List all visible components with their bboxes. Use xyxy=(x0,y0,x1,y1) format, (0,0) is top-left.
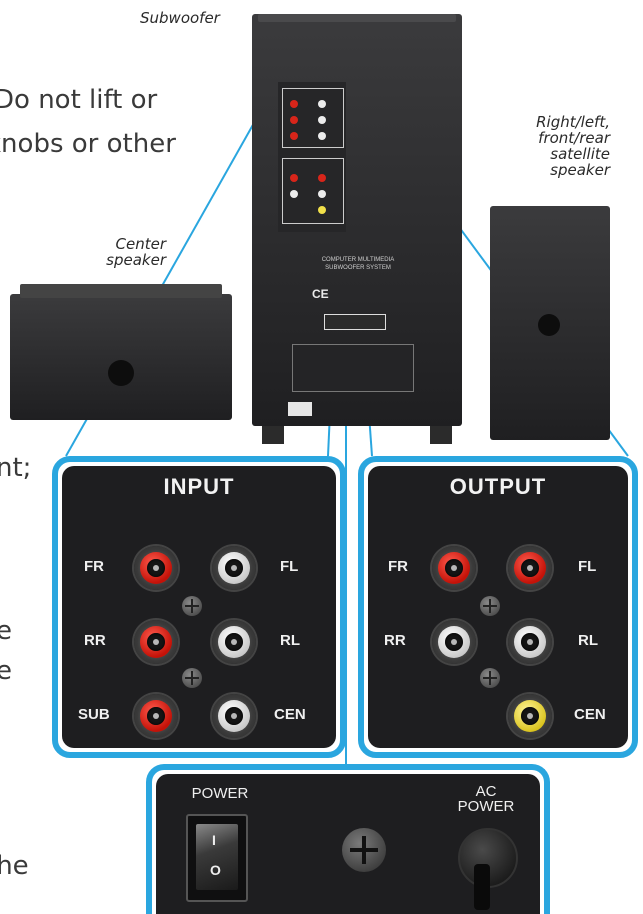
warning-label xyxy=(324,314,386,330)
subwoofer-text-line: SUBWOOFER SYSTEM xyxy=(325,265,391,271)
output-label-rr: RR xyxy=(384,632,406,649)
satellite-caption-line: speaker xyxy=(550,161,610,179)
power-switch-rocker xyxy=(196,824,238,890)
output-label-rl: RL xyxy=(578,632,598,649)
center-caption-line: speaker xyxy=(106,251,166,269)
power-label: POWER xyxy=(191,785,249,802)
input-panel: INPUT FR FL RR RL SUB CEN xyxy=(52,456,346,758)
input-jack-fl[interactable] xyxy=(212,546,256,590)
body-text-line-1: Do not lift or xyxy=(0,85,158,115)
input-label-rr: RR xyxy=(84,632,106,649)
input-jack-rr[interactable] xyxy=(134,620,178,664)
body-text-line-6: the xyxy=(0,851,29,881)
ac-power-label-line: AC xyxy=(475,783,497,800)
power-panel: POWER I O AC POWER xyxy=(146,764,550,914)
satellite-caption-line: Right/left, xyxy=(536,113,610,131)
input-panel-face: INPUT FR FL RR RL SUB CEN xyxy=(62,466,336,748)
satellite-speaker-port xyxy=(538,314,560,336)
output-panel-face: OUTPUT FR FL RR RL CEN xyxy=(368,466,628,748)
ac-power-cord-cable xyxy=(474,864,490,910)
mini-input-block xyxy=(282,88,344,148)
screw-icon xyxy=(182,668,202,688)
output-title: OUTPUT xyxy=(449,474,547,499)
power-switch[interactable]: I O xyxy=(186,814,248,902)
subwoofer-text: COMPUTER MULTIMEDIA SUBWOOFER SYSTEM xyxy=(298,256,418,272)
screw-icon xyxy=(480,596,500,616)
satellite-speaker xyxy=(490,206,610,440)
subwoofer-caption: Subwoofer xyxy=(140,9,220,27)
input-label-sub: SUB xyxy=(78,706,110,723)
body-text-line-2: knobs or other xyxy=(0,129,176,159)
output-jack-fl[interactable] xyxy=(508,546,552,590)
body-text-line-3: nt; xyxy=(0,453,32,483)
subwoofer-feet xyxy=(430,426,452,444)
output-jack-cen[interactable] xyxy=(508,694,552,738)
center-speaker-port xyxy=(108,360,134,386)
output-label-fr: FR xyxy=(388,558,408,575)
output-jack-fr[interactable] xyxy=(432,546,476,590)
input-label-fr: FR xyxy=(84,558,104,575)
screw-icon xyxy=(182,596,202,616)
input-title: INPUT xyxy=(163,474,235,499)
satellite-caption-line: satellite xyxy=(550,145,610,163)
ac-power-label: AC POWER xyxy=(446,784,526,814)
switch-mark-off: O xyxy=(210,862,221,878)
body-text-line-4: e xyxy=(0,616,12,646)
satellite-caption-line: front/rear xyxy=(538,129,610,147)
output-jack-rr[interactable] xyxy=(432,620,476,664)
input-jack-fr[interactable] xyxy=(134,546,178,590)
satellite-caption: Right/left, front/rear satellite speaker xyxy=(500,114,610,178)
center-caption-line: Center xyxy=(115,235,167,253)
input-label-fl: FL xyxy=(280,558,299,575)
power-panel-face: POWER I O AC POWER xyxy=(156,774,540,914)
output-label-cen: CEN xyxy=(574,706,606,723)
screw-icon xyxy=(480,668,500,688)
power-strip xyxy=(292,344,414,392)
ac-power-label-line: POWER xyxy=(457,798,515,815)
output-jack-rl[interactable] xyxy=(508,620,552,664)
input-jack-cen[interactable] xyxy=(212,694,256,738)
output-panel: OUTPUT FR FL RR RL CEN xyxy=(358,456,638,758)
input-jack-rl[interactable] xyxy=(212,620,256,664)
input-jack-sub[interactable] xyxy=(134,694,178,738)
input-label-rl: RL xyxy=(280,632,300,649)
center-speaker xyxy=(10,284,232,420)
subwoofer-connector-panel xyxy=(278,82,346,232)
subwoofer-text-line: COMPUTER MULTIMEDIA xyxy=(321,257,395,263)
switch-mark-on: I xyxy=(212,832,216,848)
screw-icon xyxy=(342,828,386,872)
input-label-cen: CEN xyxy=(274,706,306,723)
rear-sticker xyxy=(288,402,312,416)
subwoofer-feet xyxy=(262,426,284,444)
ce-mark: CE xyxy=(312,287,329,301)
center-speaker-top xyxy=(20,284,222,298)
mini-output-block xyxy=(282,158,344,224)
output-label-fl: FL xyxy=(578,558,597,575)
subwoofer-top-edge xyxy=(258,14,456,22)
center-caption: Center speaker xyxy=(84,236,166,268)
body-text-line-5: e xyxy=(0,656,12,686)
